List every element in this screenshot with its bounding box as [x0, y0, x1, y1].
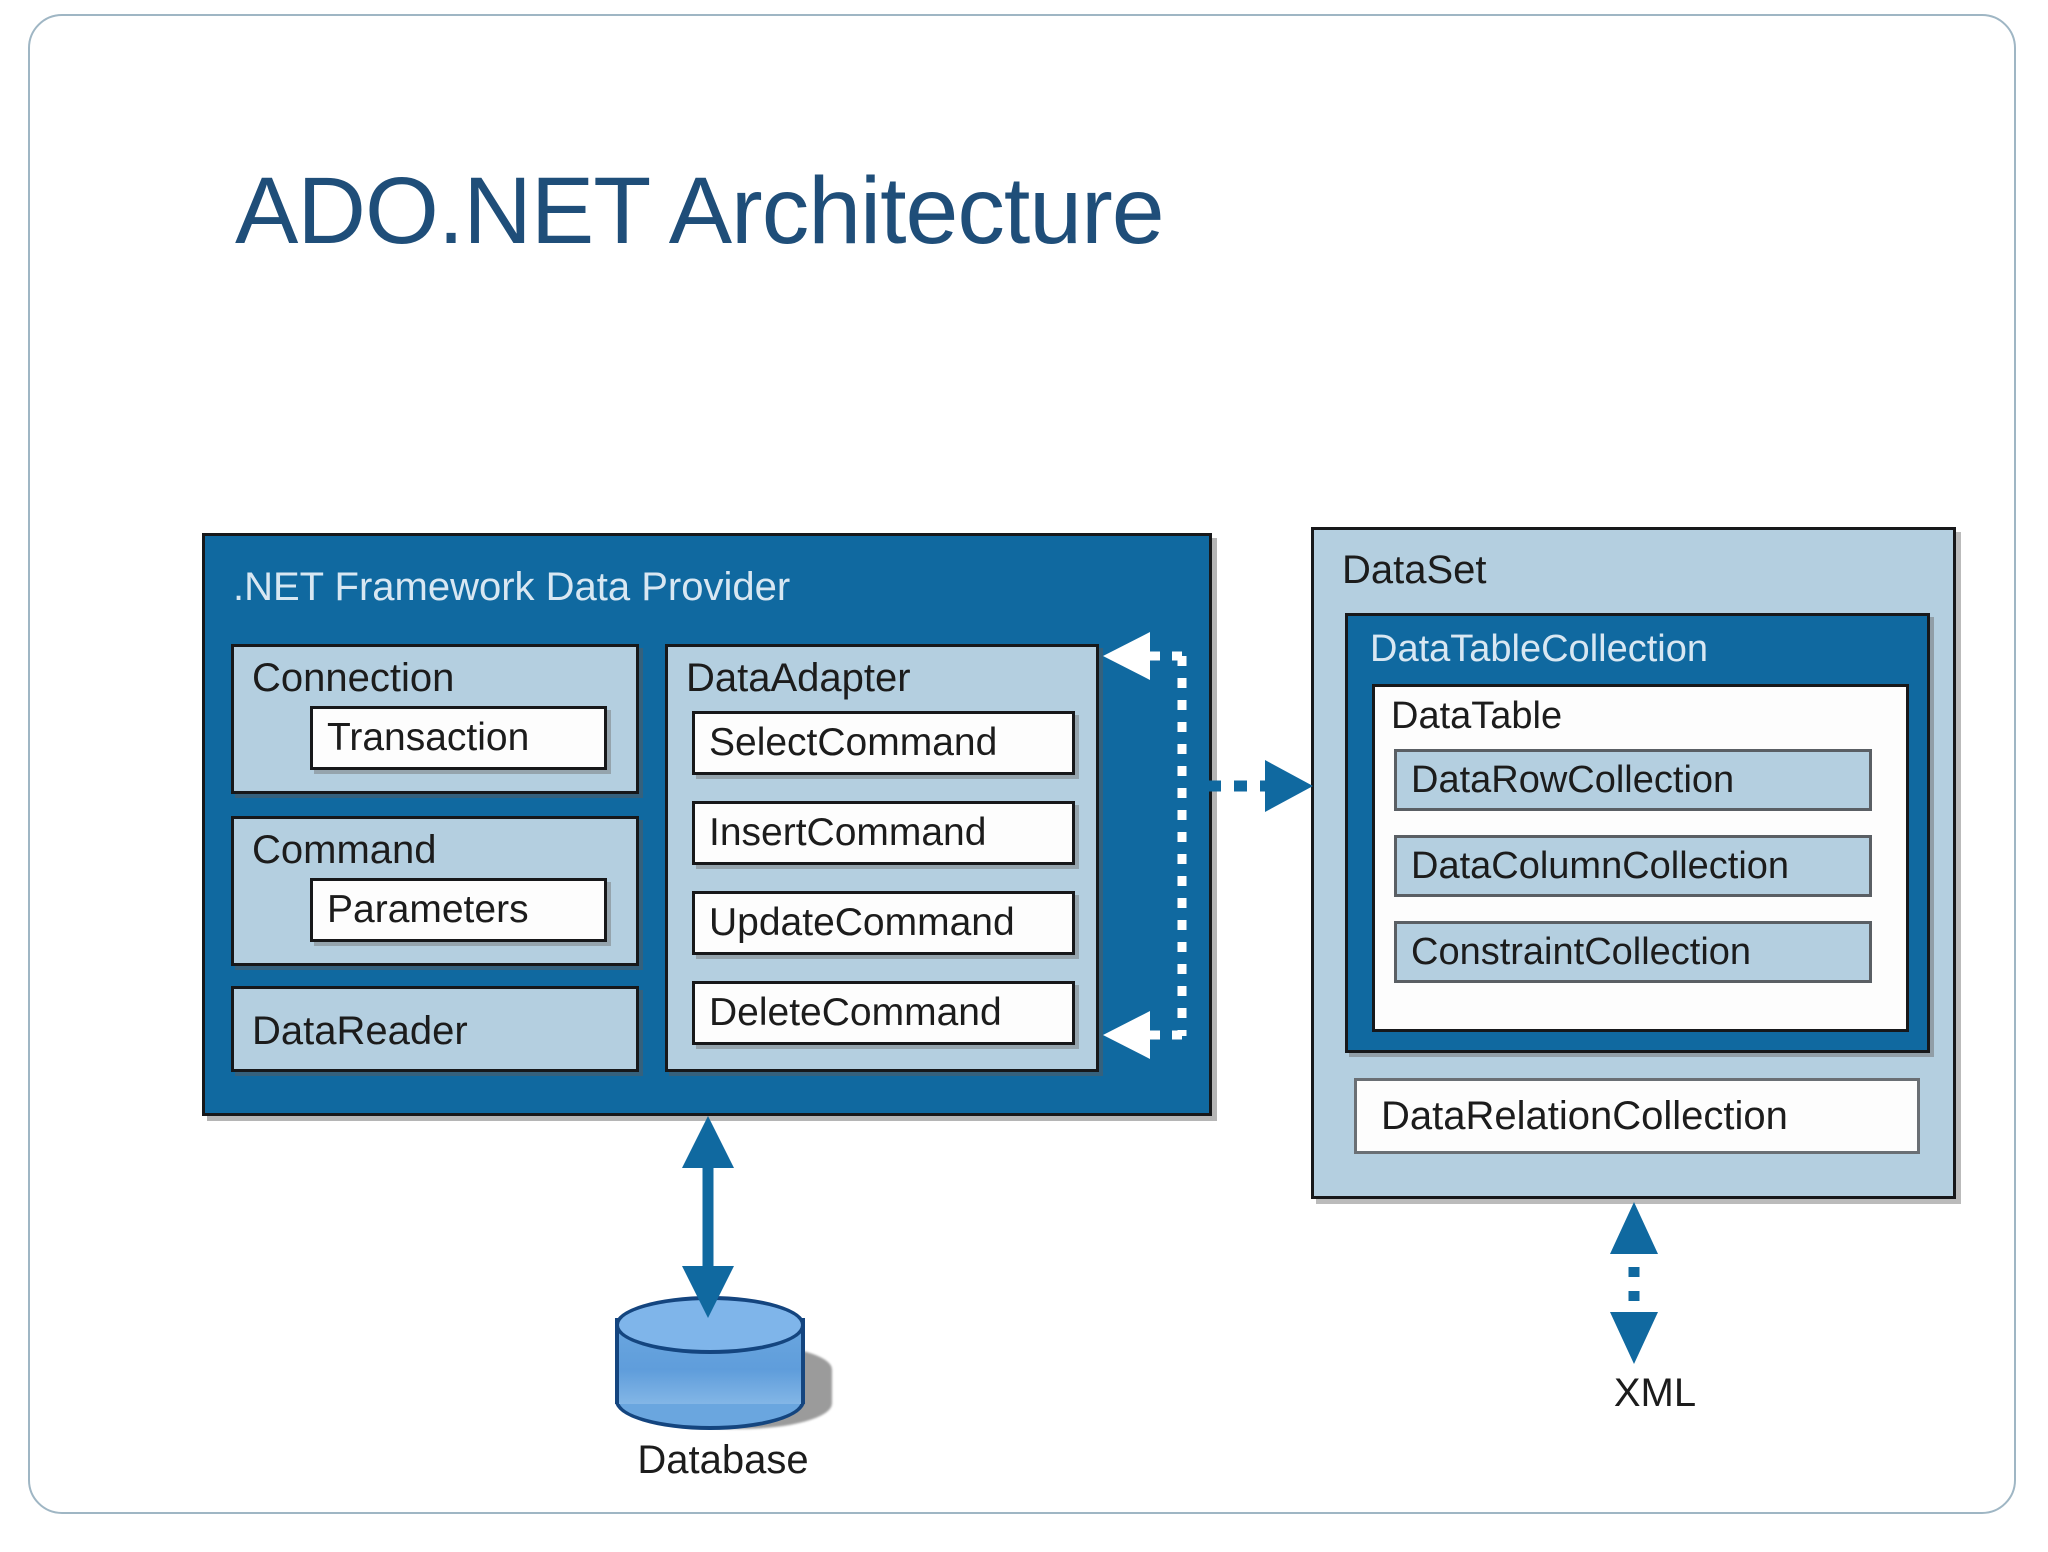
dataset-title: DataSet	[1342, 548, 1487, 592]
dataadapter-box[interactable]: DataAdapter SelectCommand InsertCommand …	[665, 644, 1099, 1072]
datarowcollection-box[interactable]: DataRowCollection	[1394, 749, 1872, 811]
datatablecollection-label: DataTableCollection	[1370, 628, 1708, 670]
datatablecollection-box[interactable]: DataTableCollection DataTable DataRowCol…	[1345, 613, 1930, 1053]
parameters-label: Parameters	[327, 888, 529, 931]
page-title: ADO.NET Architecture	[235, 158, 1165, 264]
dataset-panel: DataSet DataTableCollection DataTable Da…	[1311, 527, 1956, 1199]
datarelationcollection-label: DataRelationCollection	[1381, 1093, 1788, 1138]
deletecommand-box[interactable]: DeleteCommand	[692, 981, 1075, 1045]
database-label: Database	[637, 1438, 809, 1482]
insertcommand-label: InsertCommand	[709, 811, 987, 854]
dataset-to-xml-arrow	[1610, 1202, 1658, 1364]
datacolumncollection-box[interactable]: DataColumnCollection	[1394, 835, 1872, 897]
command-box[interactable]: Command Parameters	[231, 816, 639, 966]
provider-to-database-arrow	[682, 1116, 734, 1318]
slide-frame: ADO.NET Architecture .NET Framework Data…	[28, 14, 2016, 1514]
selectcommand-box[interactable]: SelectCommand	[692, 711, 1075, 775]
net-framework-data-provider-panel: .NET Framework Data Provider Connection …	[202, 533, 1212, 1116]
command-label: Command	[252, 828, 437, 872]
transaction-label: Transaction	[327, 716, 530, 759]
datareader-label: DataReader	[252, 1009, 468, 1053]
datareader-box[interactable]: DataReader	[231, 986, 639, 1072]
insertcommand-box[interactable]: InsertCommand	[692, 801, 1075, 865]
parameters-box[interactable]: Parameters	[310, 878, 607, 942]
database-cylinder-top	[615, 1296, 805, 1354]
transaction-box[interactable]: Transaction	[310, 706, 607, 770]
selectcommand-label: SelectCommand	[709, 721, 998, 764]
connection-label: Connection	[252, 656, 455, 700]
dataadapter-label: DataAdapter	[686, 656, 911, 700]
updatecommand-label: UpdateCommand	[709, 901, 1015, 944]
datarelationcollection-box[interactable]: DataRelationCollection	[1354, 1078, 1920, 1154]
datacolumncollection-label: DataColumnCollection	[1411, 844, 1790, 887]
connection-box[interactable]: Connection Transaction	[231, 644, 639, 794]
datatable-label: DataTable	[1391, 695, 1563, 737]
deletecommand-label: DeleteCommand	[709, 991, 1002, 1034]
constraintcollection-label: ConstraintCollection	[1411, 930, 1752, 973]
datarowcollection-label: DataRowCollection	[1411, 758, 1735, 801]
provider-panel-title: .NET Framework Data Provider	[233, 565, 791, 609]
database-cylinder-icon	[615, 1296, 832, 1430]
xml-label: XML	[1613, 1371, 1697, 1415]
updatecommand-box[interactable]: UpdateCommand	[692, 891, 1075, 955]
datatable-box[interactable]: DataTable DataRowCollection DataColumnCo…	[1372, 684, 1909, 1032]
constraintcollection-box[interactable]: ConstraintCollection	[1394, 921, 1872, 983]
